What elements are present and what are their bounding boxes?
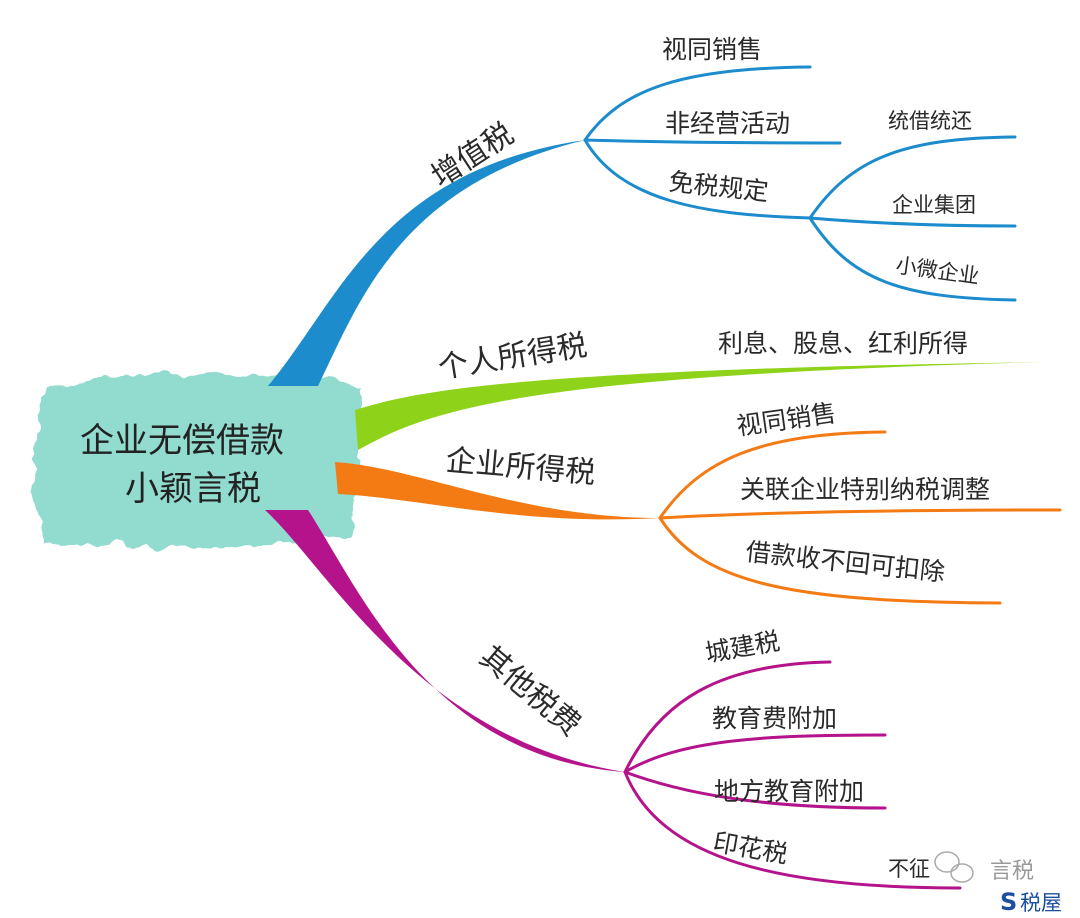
node-label: 小微企业 xyxy=(894,253,981,288)
node-label: 借款收不回可扣除 xyxy=(744,537,946,587)
branch-line xyxy=(265,510,625,772)
brand-name: 税屋 xyxy=(1020,891,1062,915)
stamp-note: 不征 xyxy=(888,857,930,881)
wechat-account-name: 言税 xyxy=(990,859,1034,884)
branch-line xyxy=(355,362,1045,450)
center-node xyxy=(33,374,360,548)
node-label: 教育费附加 xyxy=(712,704,837,733)
branch-line xyxy=(658,430,887,520)
node-label: 统借统还 xyxy=(888,109,972,133)
branch-line xyxy=(658,516,1002,605)
center-title-line1: 企业无偿借款 xyxy=(80,421,284,461)
branch-cit: 企业所得税 视同销售 关联企业特别纳税调整 借款收不回可扣除 xyxy=(335,398,1062,605)
node-label: 地方教育附加 xyxy=(714,777,864,806)
branch-line xyxy=(808,135,1017,220)
branch-line xyxy=(268,140,585,386)
wechat-icon xyxy=(934,851,974,883)
branch-line xyxy=(583,138,812,220)
node-label: 利息、股息、红利所得 xyxy=(718,329,968,358)
watermark: 言税 S 税屋 xyxy=(934,851,1080,918)
branch-vat: 增值税 视同销售 非经营活动 免税规定 统借统还 企业集团 小微企业 xyxy=(268,35,1017,386)
branch-iit: 个人所得税 利息、股息、红利所得 xyxy=(355,328,1045,450)
branch-line xyxy=(623,770,962,890)
branch-line xyxy=(335,462,660,520)
branch-line xyxy=(583,65,812,142)
node-label: 城建税 xyxy=(703,626,782,668)
node-label: 关联企业特别纳税调整 xyxy=(740,475,990,504)
watercolor-blob xyxy=(33,374,360,548)
branch-line xyxy=(583,138,842,145)
branch-line xyxy=(808,216,1017,228)
branch-line xyxy=(808,216,1017,302)
branch-label-iit: 个人所得税 xyxy=(436,328,590,386)
node-label: 非经营活动 xyxy=(665,109,790,138)
brand-bg xyxy=(995,884,1080,918)
branch-line xyxy=(658,508,1062,520)
node-label: 企业集团 xyxy=(892,193,976,217)
node-label: 印花税 xyxy=(711,827,790,869)
node-label: 视同销售 xyxy=(662,35,762,64)
branch-line xyxy=(623,770,887,810)
node-label: 免税规定 xyxy=(667,167,769,206)
branch-line xyxy=(623,660,832,774)
brand-logo-s-icon: S xyxy=(1000,888,1017,916)
center-title-line2: 小颖言税 xyxy=(125,469,261,509)
branch-line xyxy=(623,733,887,774)
branch-label-cit: 企业所得税 xyxy=(444,443,596,491)
